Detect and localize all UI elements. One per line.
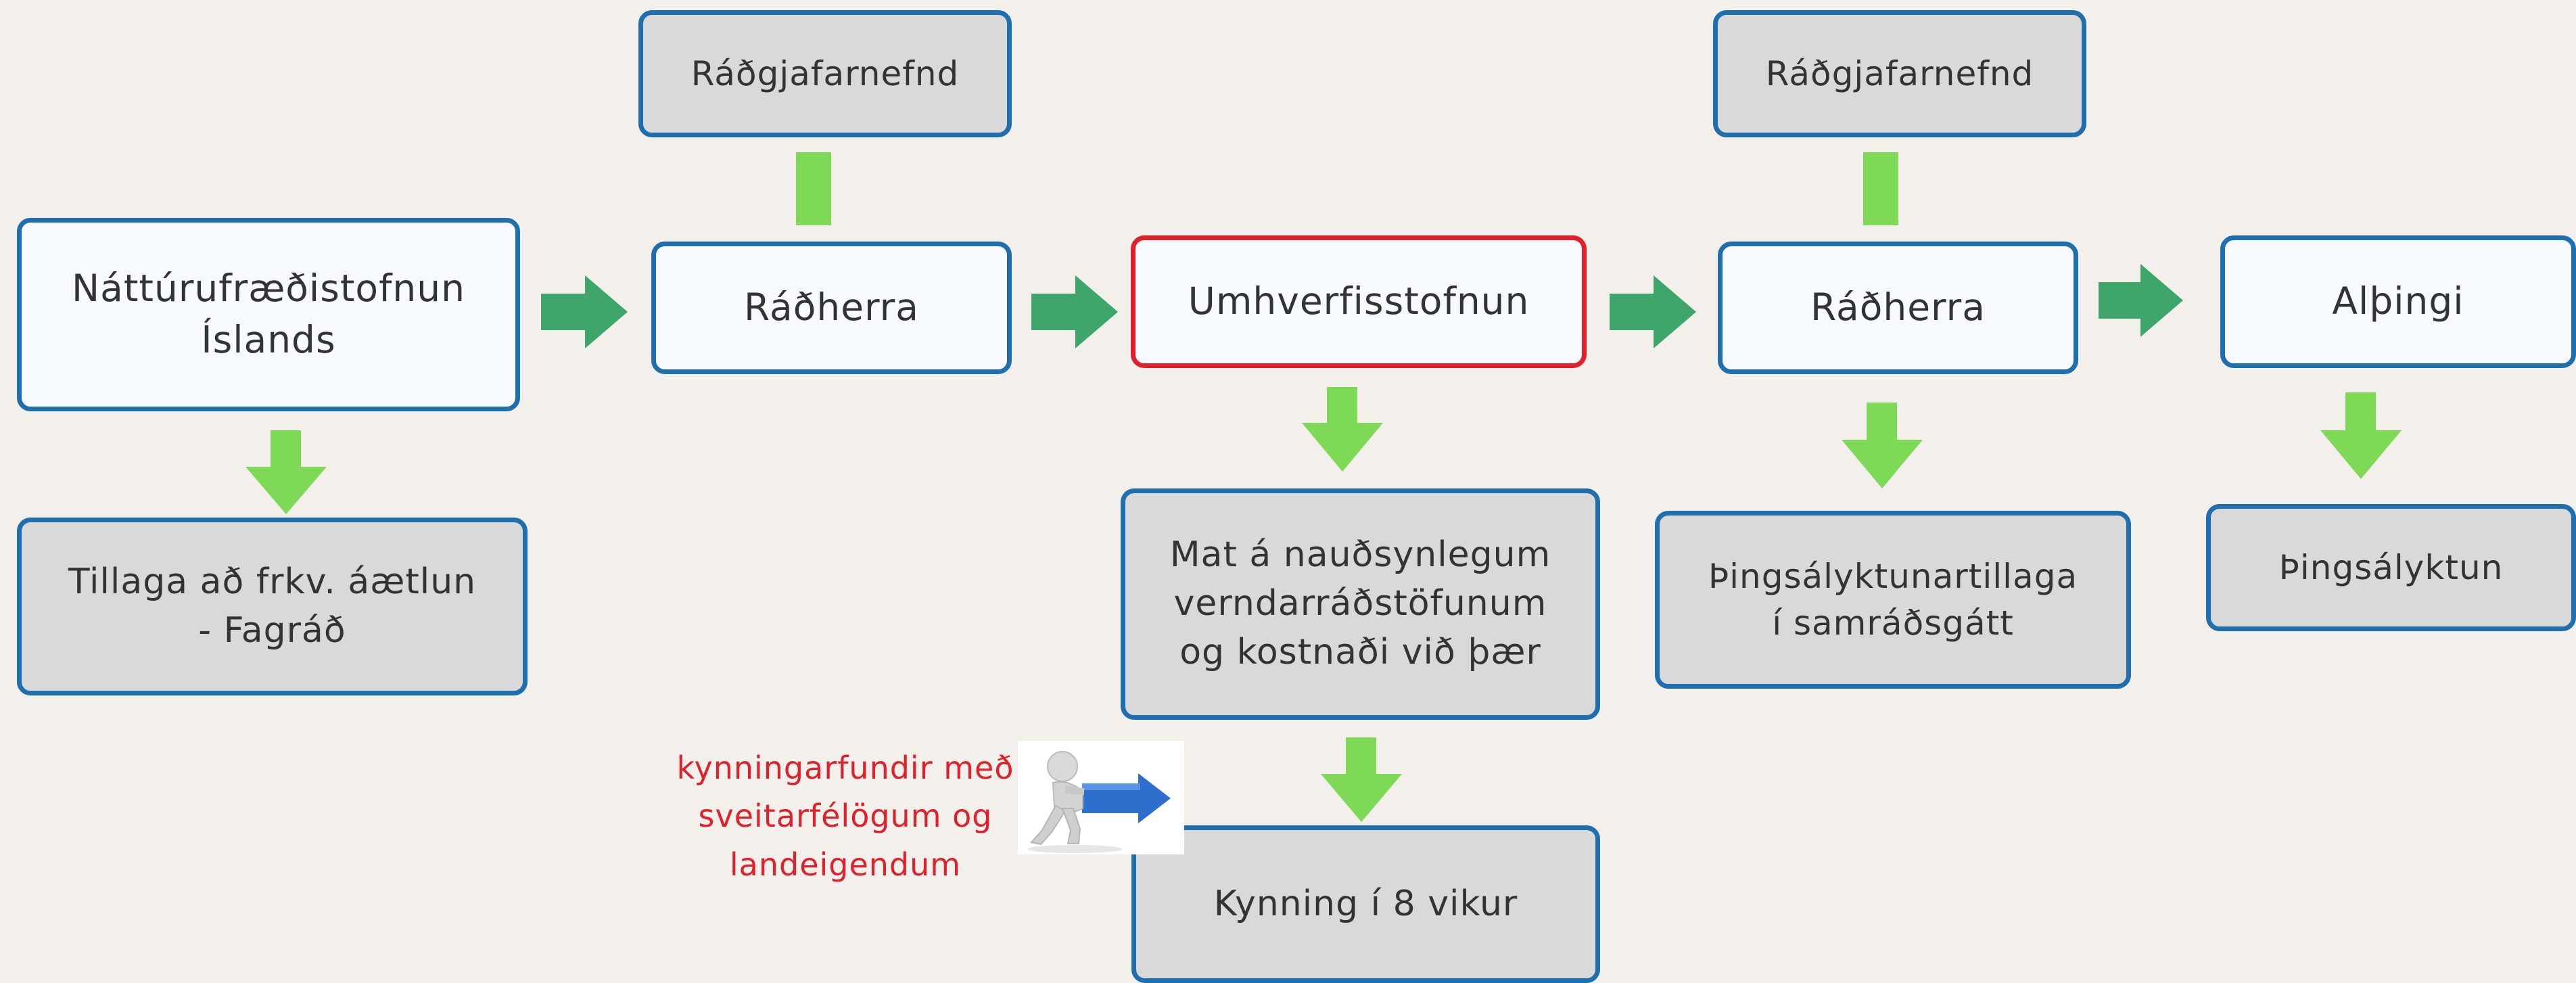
box-umhverfisstofnun: Umhverfisstofnun <box>1131 235 1587 368</box>
box-radgjafarnefnd-2: Ráðgjafarnefnd <box>1713 10 2086 137</box>
arrow-right-3 <box>1610 275 1696 348</box>
arrow-down-5 <box>1321 737 1402 822</box>
box-radherra-2: Ráðherra <box>1718 242 2078 374</box>
arrow-down-4 <box>2320 392 2402 479</box>
box-nattur: Náttúrufræðistofnun Íslands <box>17 218 520 411</box>
connector-advisory-2 <box>1863 152 1898 225</box>
box-radherra-1: Ráðherra <box>651 242 1012 374</box>
arrow-right-2 <box>1031 275 1118 348</box>
arrow-down-3 <box>1842 403 1923 488</box>
arrow-down-1 <box>245 430 327 514</box>
box-tillaga: Tillaga að frkv. áætlun - Fagráð <box>17 518 528 695</box>
box-kynning: Kynning í 8 vikur <box>1131 825 1600 983</box>
box-thingsalyktunartillaga: Þingsályktunartillaga í samráðsgátt <box>1655 511 2131 689</box>
arrow-right-4 <box>2099 264 2183 337</box>
arrow-right-1 <box>541 275 628 348</box>
box-radgjafarnefnd-1: Ráðgjafarnefnd <box>638 10 1012 137</box>
box-althingi: Alþingi <box>2220 235 2576 368</box>
info-meetings-note: kynningarfundir með sveitarfélögum og la… <box>676 750 1014 883</box>
box-thingsalyktun: Þingsályktun <box>2206 504 2576 631</box>
box-mat: Mat á nauðsynlegum verndarráðstöfunum og… <box>1121 488 1600 720</box>
person-pushing-arrow-icon <box>1018 741 1184 854</box>
arrow-down-2 <box>1302 387 1383 472</box>
connector-advisory-1 <box>796 152 831 225</box>
